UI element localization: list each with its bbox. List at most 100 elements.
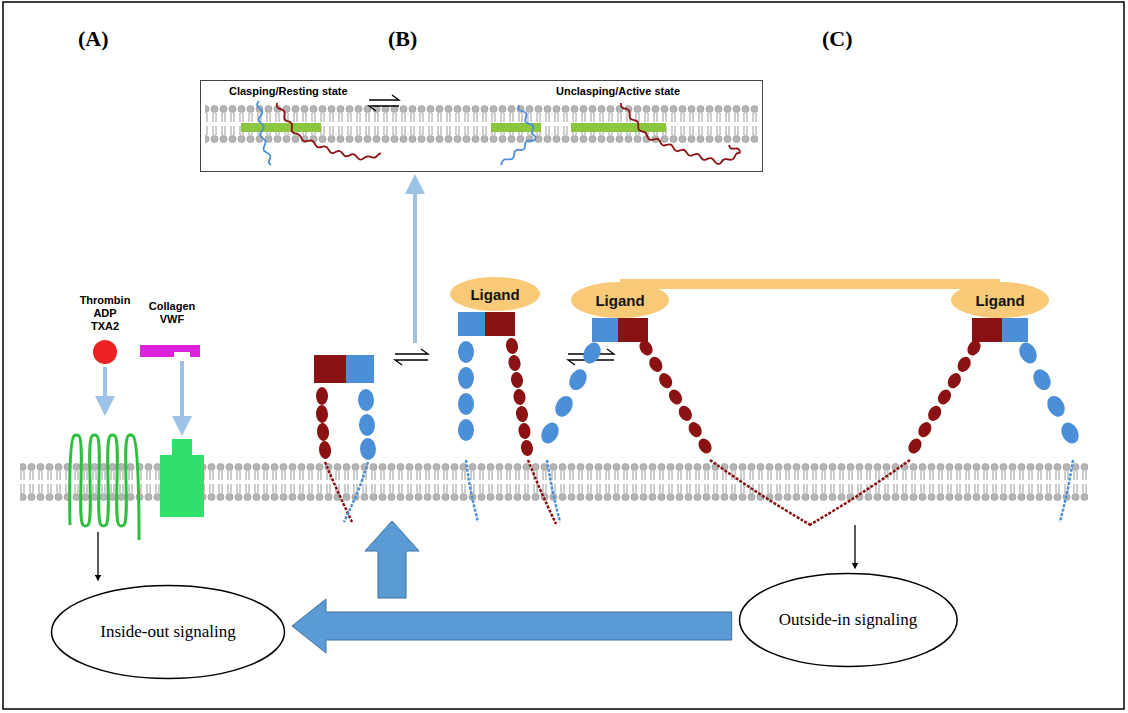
ligand-label: Ligand — [470, 286, 519, 303]
integrin-helix — [621, 103, 740, 164]
integrin-domain — [316, 422, 330, 441]
gp-receptor — [172, 439, 192, 457]
integrin-domain — [1030, 366, 1054, 393]
ligand-blob: Ligand — [950, 281, 1050, 319]
integrin-domain — [696, 436, 715, 456]
integrin-domain — [666, 387, 685, 407]
integrin-domain — [1044, 393, 1068, 420]
integrin-domain — [360, 438, 377, 461]
integrin-helix — [501, 105, 536, 165]
integrin-domain — [505, 337, 519, 355]
integrin-head — [592, 318, 618, 342]
ligand-bridge — [620, 279, 1000, 289]
integrin-domain — [517, 422, 531, 440]
integrin-domain — [507, 354, 521, 372]
ligand-shape — [450, 277, 540, 311]
integrin-domain — [945, 371, 964, 391]
agonist-ball — [93, 340, 117, 364]
signaling-label: Outside-in signaling — [779, 610, 917, 630]
integrin-domain — [916, 420, 935, 440]
integrin-domain — [458, 419, 474, 441]
integrin-head — [314, 355, 346, 383]
integrin-domain — [512, 388, 526, 406]
collagen-bar — [140, 345, 200, 357]
transmembrane-helix — [466, 460, 478, 522]
signaling-ellipse: Outside-in signaling — [738, 572, 959, 668]
inset-panel: Clasping/Resting state Unclasping/Active … — [200, 80, 763, 172]
figure-frame — [3, 2, 1124, 709]
integrin-domain — [566, 366, 590, 393]
signal-arrow — [97, 532, 98, 580]
gp-receptor — [160, 455, 204, 517]
integrin-domain — [458, 341, 474, 363]
integrin-domain — [510, 371, 524, 389]
integrin-domain — [515, 405, 529, 423]
ligand-shape — [571, 282, 669, 318]
integrin-domain — [925, 403, 944, 423]
integrin-domain — [458, 367, 474, 389]
ellipse-outline — [739, 574, 957, 667]
transmembrane-helix — [1060, 460, 1073, 522]
integrin-helix — [257, 101, 271, 165]
integrin-domain — [1016, 340, 1040, 367]
ligand-label: Ligand — [975, 292, 1024, 309]
ligand-blob: Ligand — [570, 281, 670, 319]
integrin-helix — [277, 103, 381, 160]
state-label: Clasping/Resting state — [229, 85, 348, 97]
panel-letter: (A) — [78, 26, 109, 52]
panel-letter: (B) — [388, 26, 417, 52]
equilibrium-arrows — [369, 95, 399, 111]
transmembrane-helix — [808, 460, 910, 526]
zoom-arrow — [413, 178, 417, 343]
integrin-domain — [580, 340, 604, 367]
integrin-domain — [906, 436, 925, 456]
integrin-domain — [538, 420, 562, 447]
integrin-head — [972, 318, 1002, 342]
integrin-domain — [935, 387, 954, 407]
membrane-interface — [241, 123, 321, 132]
signaling-label: Inside-out signaling — [100, 622, 236, 642]
agonist-label: Thrombin ADP TXA2 — [80, 294, 131, 333]
agonist-label: Collagen VWF — [149, 300, 195, 326]
integrin-domain — [1058, 420, 1082, 447]
ligand-label: Ligand — [595, 292, 644, 309]
integrin-head — [618, 318, 648, 342]
integrin-domain — [520, 439, 534, 457]
signal-arrow — [103, 367, 107, 412]
integrin-domain — [647, 354, 666, 374]
inset-membrane — [205, 105, 758, 143]
integrin-head — [346, 355, 374, 383]
ligand-blob: Ligand — [449, 276, 541, 312]
integrin-domain — [318, 440, 332, 459]
integrin-domain — [358, 389, 375, 412]
integrin-domain — [316, 387, 328, 405]
transmembrane-helix — [710, 460, 812, 526]
integrin-head — [1002, 318, 1028, 342]
integrin-domain — [676, 403, 695, 423]
ellipse-outline — [52, 586, 285, 679]
block-arrow — [365, 521, 419, 598]
integrin-domain — [316, 405, 329, 424]
transmembrane-helix — [547, 460, 560, 522]
signal-arrow — [854, 525, 855, 568]
transmembrane-helix — [344, 462, 368, 522]
membrane-interface — [571, 123, 666, 132]
signal-arrow — [180, 361, 184, 432]
integrin-domain — [552, 393, 576, 420]
integrin-domain — [458, 393, 474, 415]
integrin-domain — [686, 420, 705, 440]
panel-letter: (C) — [822, 26, 853, 52]
integrin-domain — [955, 354, 974, 374]
block-arrow-connector — [292, 599, 732, 653]
equilibrium-arrows — [395, 349, 428, 365]
signaling-ellipse: Inside-out signaling — [50, 584, 286, 680]
state-label: Unclasping/Active state — [556, 85, 680, 97]
integrin-head — [485, 312, 515, 336]
gpcr-receptor — [70, 435, 139, 540]
ligand-shape — [951, 282, 1049, 318]
integrin-head — [458, 312, 485, 336]
integrin-domain — [359, 414, 376, 437]
integrin-domain — [656, 371, 675, 391]
